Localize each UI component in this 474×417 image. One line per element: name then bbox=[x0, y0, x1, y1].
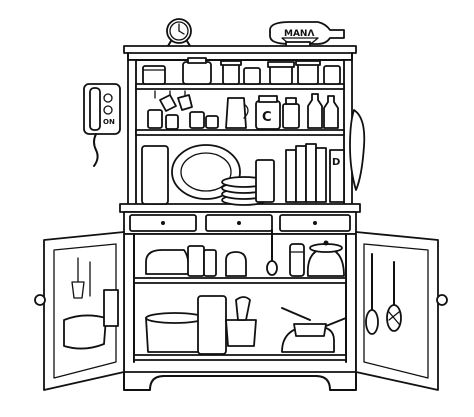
ship-in-bottle: ΜΑΝΛ bbox=[269, 21, 345, 48]
right-cabinet-door bbox=[355, 231, 448, 391]
phone-label: ON bbox=[103, 118, 115, 126]
wall-telephone: ON bbox=[83, 83, 121, 167]
left-cabinet-door bbox=[34, 231, 125, 391]
plate-shelf-items: D bbox=[141, 143, 345, 206]
lower-shelf-bottom-items bbox=[145, 295, 347, 355]
lower-shelf-top-items bbox=[145, 229, 345, 277]
middle-shelf-items: C bbox=[147, 90, 339, 130]
book-letter: D bbox=[332, 157, 340, 168]
canister-letter: C bbox=[262, 110, 272, 125]
hanging-apron bbox=[349, 109, 366, 191]
top-shelf-canisters bbox=[142, 57, 341, 85]
alarm-clock bbox=[166, 18, 192, 47]
ship-label: ΜΑΝΛ bbox=[284, 29, 314, 39]
hutch-upper-cabinet bbox=[119, 45, 361, 213]
